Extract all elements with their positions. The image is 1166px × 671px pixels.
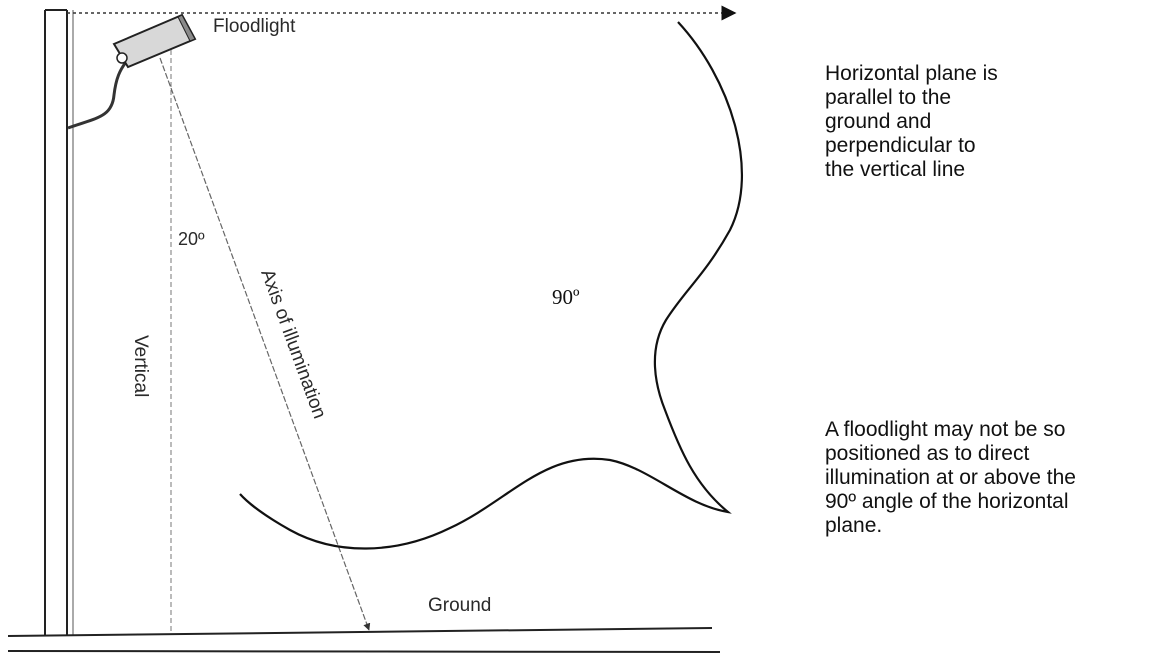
angle-90-label: 90º <box>552 285 580 309</box>
horizontal-plane-note-line: the vertical line <box>825 158 966 181</box>
illumination-boundary-curve <box>239 21 743 550</box>
horizontal-plane-note-line: parallel to the <box>825 86 952 109</box>
horizontal-plane-note-line: perpendicular to <box>825 134 976 157</box>
floodlight-rule-note-line: 90º angle of the horizontal <box>825 490 1069 513</box>
floodlight-rule-note-line: positioned as to direct <box>825 442 1030 465</box>
floodlight-rule-note-line: A floodlight may not be so <box>825 418 1066 441</box>
floodlight-label: Floodlight <box>213 16 296 37</box>
floodlight-rule-note: A floodlight may not be so positioned as… <box>825 418 1076 538</box>
ground-label: Ground <box>428 595 491 616</box>
axis-of-illumination-line <box>159 57 371 631</box>
horizontal-plane-note-line: Horizontal plane is <box>825 62 998 85</box>
floodlight-fixture <box>112 13 197 69</box>
angle-20-label: 20º <box>178 229 205 249</box>
pole <box>44 9 74 636</box>
floodlight-rule-note-line: illumination at or above the <box>825 466 1076 489</box>
axis-of-illumination-label: Axis of illumination <box>256 267 330 422</box>
bracket-arm <box>67 61 128 130</box>
horizontal-plane-note-line: ground and <box>825 110 932 133</box>
horizontal-plane-note: Horizontal plane is parallel to the grou… <box>825 62 998 182</box>
floodlight-rule-note-line: plane. <box>825 514 883 537</box>
vertical-label: Vertical <box>130 335 151 397</box>
ground <box>7 627 721 653</box>
